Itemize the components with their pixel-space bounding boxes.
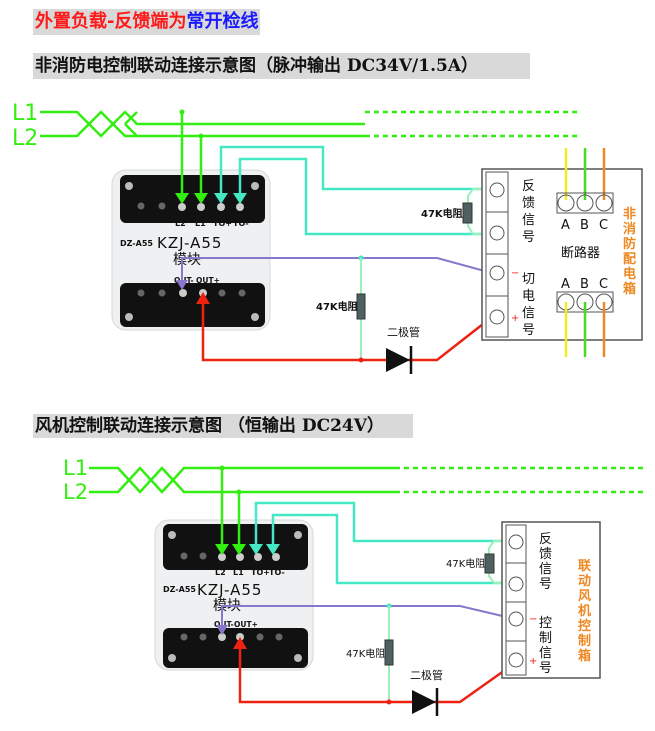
d1-label-l1: L1 <box>12 101 38 126</box>
d2-terminal-screw-icon <box>508 652 524 668</box>
d1-module-name: KZJ-A55 <box>157 234 222 252</box>
d2-feedback-resistor-label: 47K电阻 <box>446 557 485 570</box>
d1-arrow-icon <box>175 193 189 204</box>
d2-terminal-l1: L1 <box>233 568 244 577</box>
d1-terminal-to-minus: TO- <box>233 219 249 228</box>
d2-diode-label: 二极管 <box>410 668 443 682</box>
d2-terminal-l2: L2 <box>215 568 226 577</box>
d1-phase-top-c: C <box>599 218 608 233</box>
d2-l1-line <box>89 466 395 482</box>
d2-feedback-resistor <box>484 553 495 574</box>
d2-feedback-signal-label: 反 馈 信 号 <box>539 532 556 592</box>
d1-feedback-resistor-label: 47K电阻 <box>421 207 463 220</box>
d2-terminal-to-minus: TO- <box>269 568 285 577</box>
d2-label-l1: L1 <box>63 456 88 480</box>
d1-cutoff-signal-label: 切 电 信 号 <box>522 272 539 338</box>
d1-label-l2: L2 <box>12 126 38 151</box>
d1-side-label: 非 消 防 配 电 箱 <box>623 206 641 297</box>
d2-wire-to-minus <box>271 513 512 585</box>
d2-terminal-screw-icon <box>508 611 524 627</box>
d1-terminal-screw-icon <box>489 225 505 241</box>
d2-control-signal-label: 控 制 信 号 <box>539 616 556 676</box>
d2-side-label: 联 动 风 机 控 制 箱 <box>578 559 596 664</box>
d2-label-l2: L2 <box>63 480 88 504</box>
diagram1-title: 非消防电控制联动连接示意图（脉冲输出 DC34V/1.5A） <box>33 53 530 79</box>
d2-plus-sign: + <box>529 656 537 667</box>
d1-diode-label: 二极管 <box>387 325 420 339</box>
d1-module-sub: 模块 <box>173 252 201 268</box>
d1-phase-top-a: A <box>561 218 570 233</box>
d1-phase-bottom-c: C <box>599 277 608 292</box>
d1-output-resistor <box>356 293 366 320</box>
d1-plus-sign: + <box>511 313 519 324</box>
d2-output-resistor <box>384 639 394 666</box>
d2-terminal-out-plus: OUT+ <box>234 620 258 629</box>
d1-module: L2 L1 TO+ TO- DZ-A55 KZJ-A55 模块 OUT- OUT… <box>111 169 271 331</box>
heading-part-check: 常开检线 <box>186 11 259 32</box>
d1-terminal-screw-icon <box>489 182 505 198</box>
diagram2-title: 风机控制联动连接示意图 （恒输出 DC24V） <box>33 414 413 438</box>
d1-terminal-to-plus: TO+ <box>213 219 232 228</box>
d2-diode-icon <box>412 690 436 714</box>
d1-diode-icon <box>386 348 410 372</box>
d1-wire-positive <box>201 300 493 362</box>
d2-fan-control-box: 反 馈 信 号 控 制 信 号 − + 联 动 风 机 控 制 箱 <box>501 521 601 679</box>
d1-feedback-resistor <box>462 202 473 224</box>
d1-terminal-l1: L1 <box>195 219 206 228</box>
d1-phase-bottom-a: A <box>561 277 570 292</box>
d2-wire-to-plus <box>254 501 512 548</box>
d2-module-name: KZJ-A55 <box>197 581 262 599</box>
d2-terminal-out-minus: OUT- <box>214 620 234 629</box>
d2-wire-negative <box>221 605 516 628</box>
d1-phase-bottom-b: B <box>580 277 589 292</box>
d1-distribution-box: 反 馈 信 号 切 电 信 号 − + A B C 断路 <box>481 148 643 357</box>
d1-feedback-signal-label: 反 馈 信 号 <box>522 179 539 245</box>
d1-terminal-out-plus: OUT+ <box>196 276 220 285</box>
d1-l2-line <box>40 122 365 138</box>
d2-output-resistor-label: 47K电阻 <box>346 647 385 660</box>
d1-terminal-screw-icon <box>489 265 505 281</box>
d1-minus-sign: − <box>511 268 519 279</box>
diagram2: L1 L2 L2 L1 TO+ TO- DZ-A55 KZJ-A55 模块 OU… <box>63 456 646 716</box>
d1-terminal-l2: L2 <box>175 219 186 228</box>
d2-wire-positive <box>238 645 516 704</box>
d2-terminal-to-plus: TO+ <box>251 568 270 577</box>
d1-arrow-icon <box>194 193 208 204</box>
d2-model-tag: DZ-A55 <box>163 585 196 594</box>
d1-terminal-screw-icon <box>489 309 505 325</box>
d1-wire-to-plus <box>219 145 491 198</box>
d2-terminal-screw-icon <box>508 534 524 550</box>
heading-part-load: 外置负载-反馈端为 <box>35 11 187 32</box>
d1-output-resistor-label: 47K电阻 <box>316 300 358 313</box>
d2-minus-sign: − <box>529 614 537 625</box>
d1-l1-line <box>40 110 365 126</box>
page-heading: 外置负载-反馈端为常开检线 <box>33 9 261 35</box>
d2-terminal-screw-icon <box>508 576 524 592</box>
d1-wire-to-minus <box>238 157 491 236</box>
d1-phase-top-b: B <box>580 218 589 233</box>
d1-wire-negative <box>181 257 493 283</box>
d1-breaker-label: 断路器 <box>561 245 600 261</box>
d1-model-tag: DZ-A55 <box>120 239 153 248</box>
diagram1: L1 L2 L2 L1 TO+ TO- DZ-A55 KZJ-A55 模 <box>12 101 643 374</box>
d2-l2-line <box>89 478 395 494</box>
